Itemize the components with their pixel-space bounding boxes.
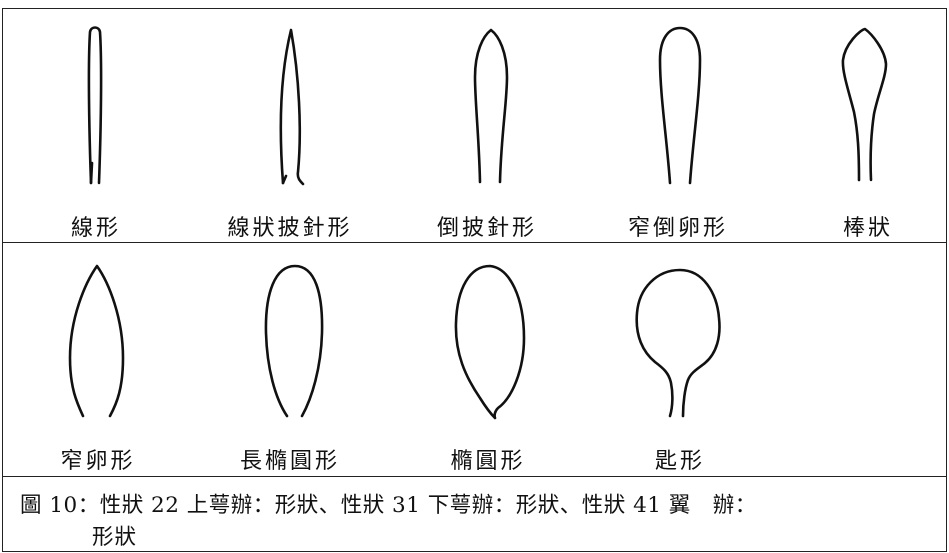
caption-divider: [2, 476, 947, 477]
shape-elliptic: [440, 258, 540, 423]
label-oblong: 長橢圓形: [239, 449, 341, 474]
shape-clavate: [830, 22, 900, 192]
shape-linear: [70, 18, 120, 193]
label-linear: 線形: [70, 216, 122, 241]
shape-narrow-obovate: [645, 20, 715, 195]
label-linear-lanceolate: 線狀披針形: [227, 216, 353, 241]
label-narrow-obovate: 窄倒卵形: [627, 216, 729, 241]
row-divider: [2, 242, 947, 243]
label-oblanceolate: 倒披針形: [436, 216, 538, 241]
label-narrow-ovate: 窄卵形: [60, 449, 136, 474]
shape-spatulate: [625, 258, 735, 423]
shape-linear-lanceolate: [260, 20, 320, 195]
shape-narrow-ovate: [55, 258, 145, 423]
shape-oblong: [250, 258, 340, 423]
label-elliptic: 橢圓形: [450, 449, 526, 474]
figure-caption-continued: 形狀: [92, 525, 138, 550]
figure-caption: 圖 10：性狀 22 上萼辦：形狀、性狀 31 下萼辦：形狀、性狀 41 翼 辦…: [20, 493, 757, 518]
figure-frame: [2, 8, 947, 552]
label-clavate: 棒狀: [842, 216, 894, 241]
label-spatulate: 匙形: [654, 449, 706, 474]
shape-oblanceolate: [455, 22, 525, 192]
